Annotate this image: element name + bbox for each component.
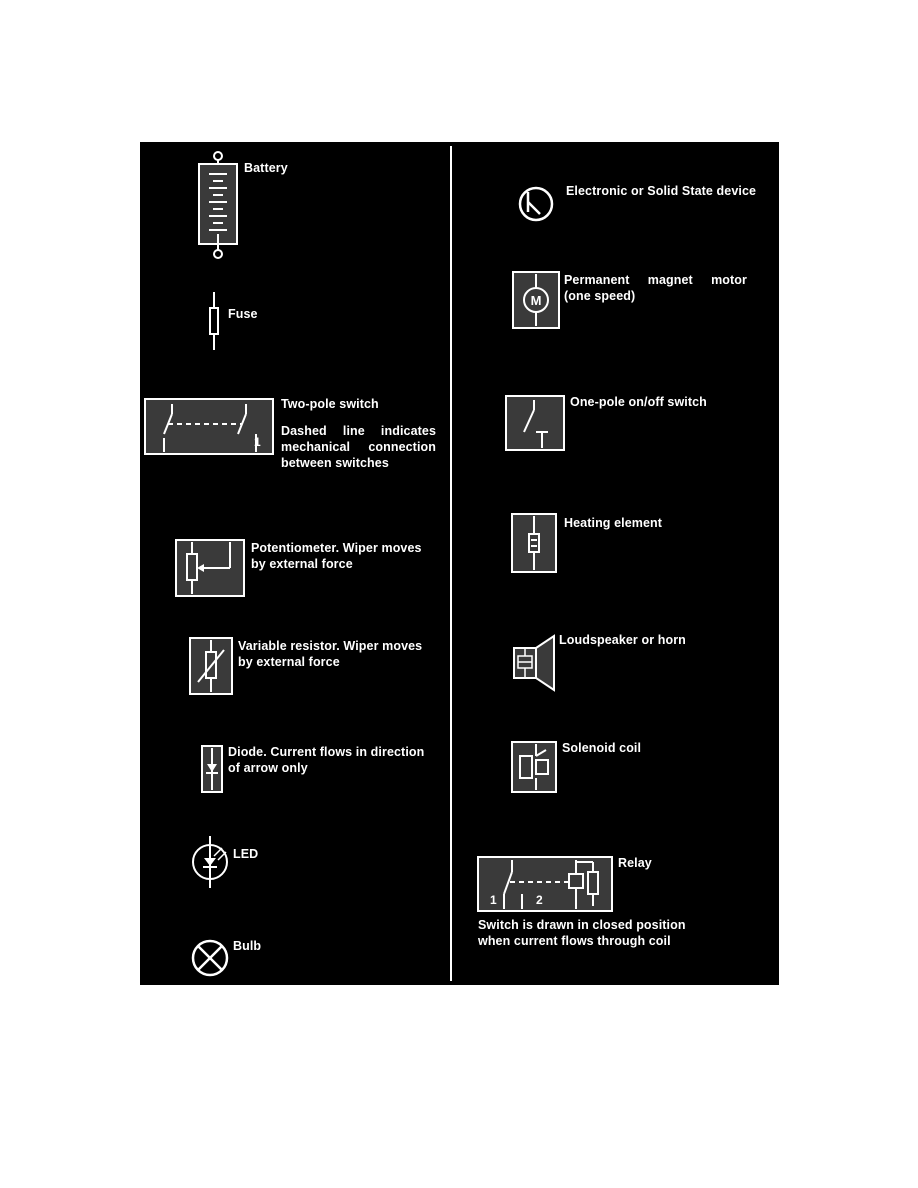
two-pole-desc-line-1: Dashed line indicates xyxy=(281,424,436,438)
variable-resistor-symbol xyxy=(189,637,233,695)
one-pole-switch-symbol xyxy=(505,395,565,451)
bulb-label: Bulb xyxy=(233,939,262,953)
motor-letter: M xyxy=(531,293,542,308)
relay-symbol: 1 2 xyxy=(477,856,613,912)
two-pole-switch-title: Two-pole switch xyxy=(281,397,379,411)
electronic-device-label: Electronic or Solid State device xyxy=(566,184,757,198)
variable-resistor-label: Variable resistor. Wiper moves by extern… xyxy=(238,638,422,670)
battery-symbol xyxy=(198,151,238,259)
relay-desc-line-1: Switch is drawn in closed position xyxy=(478,918,686,932)
motor-symbol: M xyxy=(512,271,560,329)
two-pole-switch-description: Dashed line indicates mechanical connect… xyxy=(281,423,436,471)
column-divider xyxy=(450,146,452,981)
two-pole-desc-line-2: mechanical connection xyxy=(281,440,436,454)
heating-element-label: Heating element xyxy=(564,516,663,530)
relay-title: Relay xyxy=(618,856,652,870)
fuse-symbol xyxy=(209,292,219,350)
loudspeaker-label: Loudspeaker or horn xyxy=(559,633,686,647)
motor-line-2: (one speed) xyxy=(564,289,636,303)
solenoid-coil-symbol xyxy=(511,741,557,793)
loudspeaker-symbol xyxy=(513,634,555,692)
two-pole-desc-line-3: between switches xyxy=(281,456,389,470)
one-pole-switch-label: One-pole on/off switch xyxy=(570,395,707,409)
led-label: LED xyxy=(233,847,259,861)
relay-desc-line-2: when current flows through coil xyxy=(478,934,671,948)
variable-resistor-line-2: by external force xyxy=(238,655,340,669)
motor-line-1: Permanent magnet motor xyxy=(564,273,747,287)
solenoid-coil-label: Solenoid coil xyxy=(562,741,642,755)
potentiometer-label: Potentiometer. Wiper moves by external f… xyxy=(251,540,422,572)
symbol-legend-panel: Battery Fuse 1 Two-pole switch Dashed li… xyxy=(140,142,779,985)
diode-line-2: of arrow only xyxy=(228,761,308,775)
potentiometer-line-2: by external force xyxy=(251,557,353,571)
two-pole-switch-symbol: 1 xyxy=(144,398,274,455)
motor-label: Permanent magnet motor (one speed) xyxy=(564,272,747,304)
heating-element-symbol xyxy=(511,513,557,573)
relay-terminal-1: 1 xyxy=(490,893,497,907)
relay-terminal-2: 2 xyxy=(536,893,543,907)
fuse-label: Fuse xyxy=(228,307,258,321)
led-symbol xyxy=(192,836,228,888)
diode-line-1: Diode. Current flows in direction xyxy=(228,745,425,759)
svg-text:1: 1 xyxy=(254,435,261,449)
bulb-symbol xyxy=(191,939,229,977)
potentiometer-line-1: Potentiometer. Wiper moves xyxy=(251,541,422,555)
potentiometer-symbol xyxy=(175,539,245,597)
diode-label: Diode. Current flows in direction of arr… xyxy=(228,744,424,776)
variable-resistor-line-1: Variable resistor. Wiper moves xyxy=(238,639,423,653)
electronic-device-symbol xyxy=(518,186,554,222)
relay-description: Switch is drawn in closed position when … xyxy=(478,917,686,949)
diode-symbol xyxy=(201,745,223,793)
battery-label: Battery xyxy=(244,161,288,175)
